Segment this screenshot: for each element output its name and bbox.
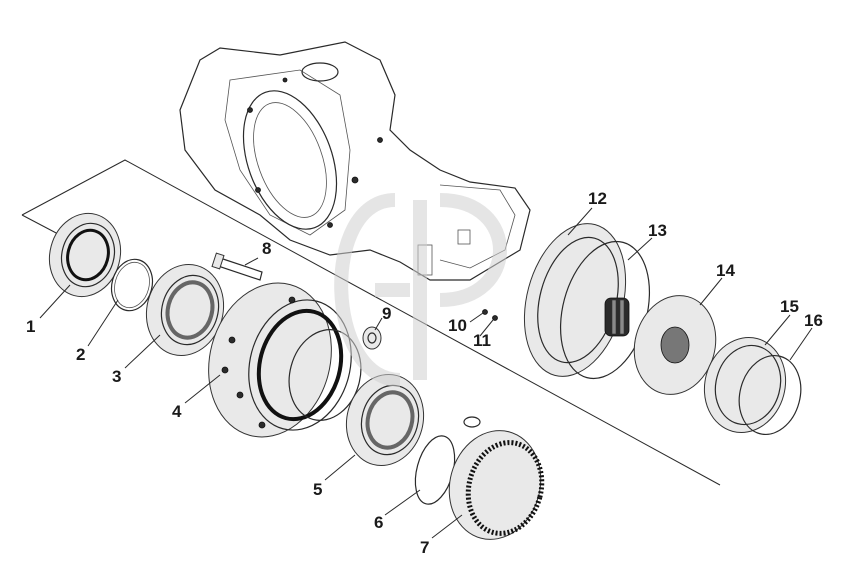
part-1-seal [48, 212, 122, 298]
callout-6: 6 [374, 513, 384, 532]
callout-1: 1 [26, 317, 36, 336]
callout-10: 10 [448, 316, 467, 335]
callout-4: 4 [172, 402, 182, 421]
part-4-wheel-hub [208, 282, 362, 438]
callout-13: 13 [648, 221, 667, 240]
callout-5: 5 [313, 480, 323, 499]
part-10-11-fittings [482, 309, 498, 321]
axle-housing [179, 41, 531, 281]
callout-12: 12 [588, 189, 607, 208]
callout-2: 2 [76, 345, 86, 364]
part-15-seal-ring [703, 336, 787, 434]
part-16-cover-ring [738, 354, 802, 436]
watermark-logo [334, 193, 507, 387]
callout-leader-lines [39, 207, 813, 539]
callout-15: 15 [780, 297, 799, 316]
part-9-nut [362, 326, 382, 350]
callout-11: 11 [473, 331, 491, 350]
part-5-bearing [345, 373, 425, 467]
callout-9: 9 [382, 304, 392, 323]
part-8-bolt [211, 252, 263, 281]
callout-3: 3 [112, 367, 122, 386]
assembly-frame [21, 159, 721, 486]
callout-8: 8 [262, 239, 272, 258]
part-7-ring-gear [448, 416, 545, 540]
callout-14: 14 [716, 261, 735, 280]
part-2-snap-ring [110, 258, 154, 312]
part-14-pressure-plate [633, 295, 717, 395]
callout-16: 16 [804, 311, 823, 330]
part-3-bearing [145, 263, 225, 357]
callout-7: 7 [420, 538, 430, 557]
